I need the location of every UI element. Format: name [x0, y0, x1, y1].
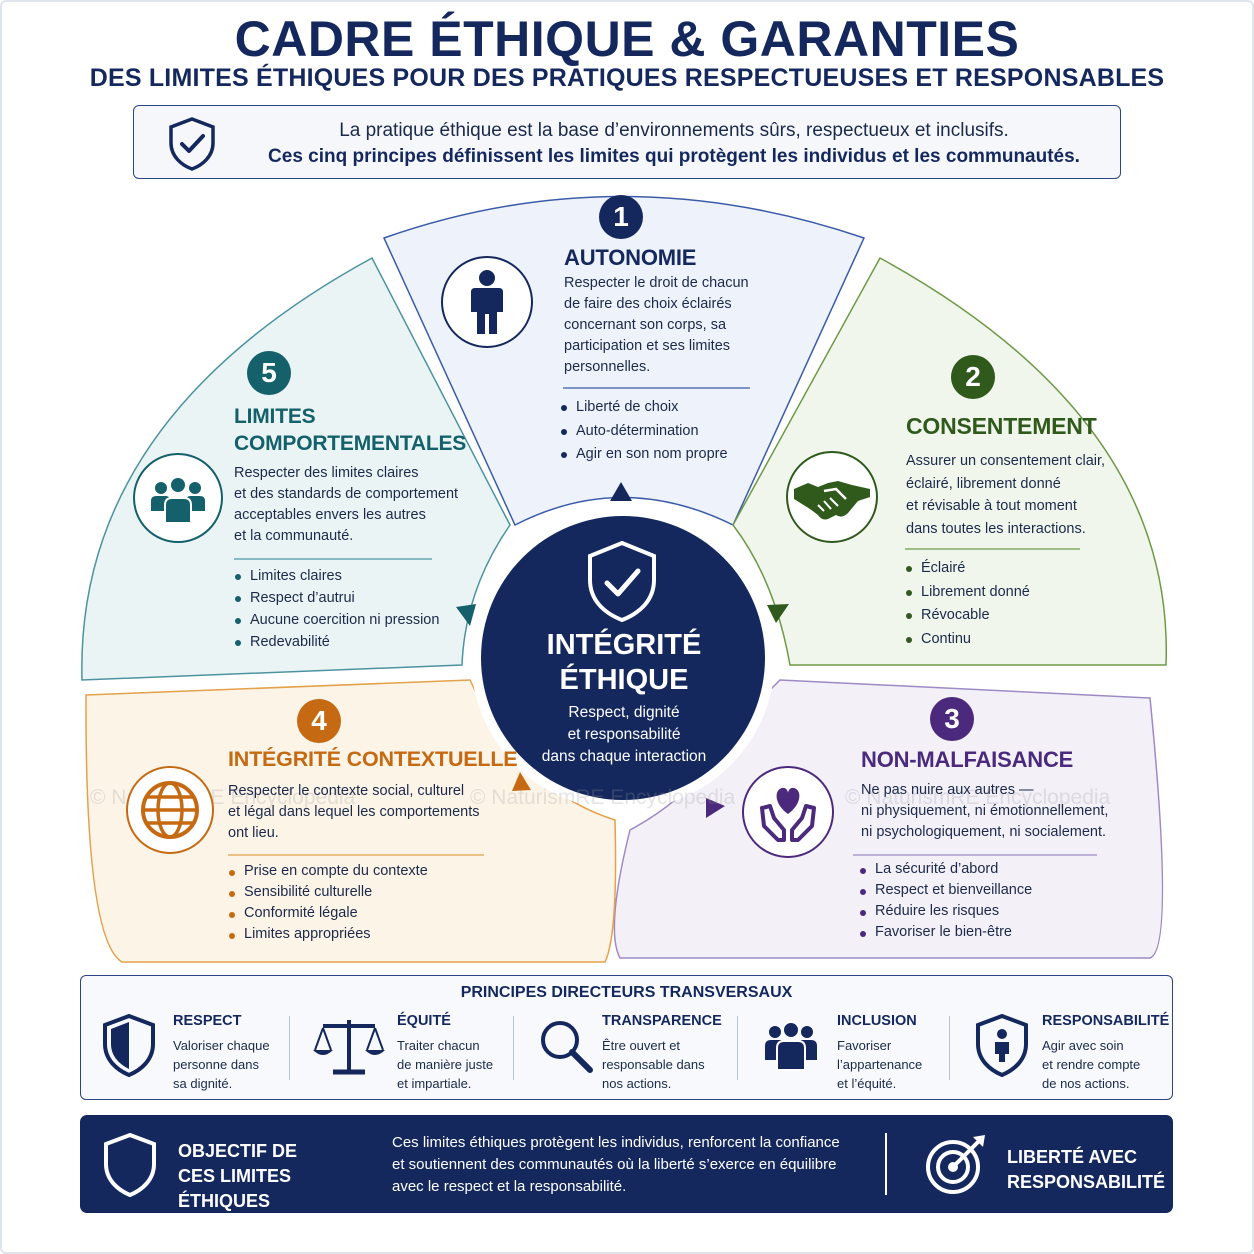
list-item: Révocable: [906, 604, 1030, 628]
heart-hands-icon: [742, 766, 834, 858]
arrow-bottom-left: [512, 772, 531, 791]
principle-1-bullets: Liberté de choix Auto-détermination Agir…: [561, 396, 728, 467]
handshake-icon: [786, 451, 878, 543]
list-item: Librement donné: [906, 581, 1030, 605]
arrow-top: [610, 482, 632, 501]
principle-5-bullets: Limites claires Respect d’autrui Aucune …: [235, 565, 439, 653]
principle-2-desc: Assurer un consentement clair,éclairé, l…: [906, 453, 1106, 537]
divider: [949, 1016, 950, 1080]
list-item: Respect et bienveillance: [860, 880, 1032, 901]
shield-icon: [102, 1131, 158, 1204]
arrow-bottom-right: [706, 798, 725, 818]
divider: [737, 1016, 738, 1080]
arrow-right: [767, 604, 789, 623]
intro-box: La pratique éthique est la base d’enviro…: [133, 105, 1121, 179]
list-item: Redevabilité: [235, 631, 439, 653]
list-item: Éclairé: [906, 557, 1030, 581]
principle-3-bullets: La sécurité d’abord Respect et bienveill…: [860, 859, 1032, 943]
arrow-left: [456, 604, 476, 626]
divider: [513, 1016, 514, 1080]
objective-text: Ces limites éthiques protègent les indiv…: [392, 1134, 840, 1195]
center-shield-icon: [588, 540, 656, 623]
list-item: Réduire les risques: [860, 901, 1032, 922]
principle-3-title: NON-MALFAISANCE: [861, 747, 1074, 772]
principle-2-bullets: Éclairé Librement donné Révocable Contin…: [906, 557, 1030, 651]
list-item: Continu: [906, 628, 1030, 652]
list-item: Limites appropriées: [229, 924, 428, 945]
shield-check-icon: [166, 116, 218, 177]
list-item: Auto-détermination: [561, 420, 728, 444]
person-icon: [441, 256, 533, 348]
list-item: Sensibilité culturelle: [229, 882, 428, 903]
list-item: Prise en compte du contexte: [229, 861, 428, 882]
watermark-2: © NaturismRE Encyclopedia: [470, 786, 736, 809]
target-icon: [923, 1131, 989, 1202]
divider: [289, 1016, 290, 1080]
people-group-icon: [133, 453, 223, 543]
shield-icon: [101, 1012, 157, 1083]
principle-3-number: 3: [930, 697, 974, 741]
petal-consentement: [732, 256, 1167, 666]
principle-4-number: 4: [297, 699, 341, 743]
list-item: Conformité légale: [229, 903, 428, 924]
list-item: Favoriser le bien-être: [860, 922, 1032, 943]
list-item: Liberté de choix: [561, 396, 728, 420]
page-title: CADRE ÉTHIQUE & GARANTIES: [234, 11, 1020, 67]
cross-principles-title: PRINCIPES DIRECTEURS TRANSVERSAUX: [460, 984, 793, 1001]
principle-1-title: AUTONOMIE: [564, 245, 697, 270]
principle-5-number: 5: [247, 351, 291, 395]
divider: [885, 1133, 887, 1195]
globe-icon: [126, 766, 214, 854]
list-item: Limites claires: [235, 565, 439, 587]
list-item: Aucune coercition ni pression: [235, 609, 439, 631]
page-subtitle: DES LIMITES ÉTHIQUES POUR DES PRATIQUES …: [89, 64, 1165, 92]
cross-principles-box: PRINCIPES DIRECTEURS TRANSVERSAUX RESPEC…: [80, 975, 1173, 1100]
intro-line-2: Ces cinq principes définissent les limit…: [268, 146, 1080, 167]
intro-line-1: La pratique éthique est la base d’enviro…: [339, 120, 1009, 141]
principle-3-desc: Ne pas nuire aux autres —ni physiquement…: [861, 782, 1109, 840]
principle-2-number: 2: [951, 355, 995, 399]
list-item: Respect d’autrui: [235, 587, 439, 609]
scales-icon: [311, 1014, 387, 1083]
principle-1-number: 1: [599, 195, 643, 239]
principle-4-title: INTÉGRITÉ CONTEXTUELLE: [228, 747, 518, 771]
list-item: La sécurité d’abord: [860, 859, 1032, 880]
magnifier-icon: [536, 1016, 596, 1081]
center-circle: [481, 516, 765, 800]
principle-4-bullets: Prise en compte du contexte Sensibilité …: [229, 861, 428, 945]
principle-2-title: CONSENTEMENT: [906, 413, 1097, 439]
shield-person-icon: [974, 1012, 1030, 1083]
group-icon: [761, 1016, 821, 1081]
list-item: Agir en son nom propre: [561, 443, 728, 467]
watermark-3: © NaturismRE Encyclopedia: [845, 786, 1111, 809]
